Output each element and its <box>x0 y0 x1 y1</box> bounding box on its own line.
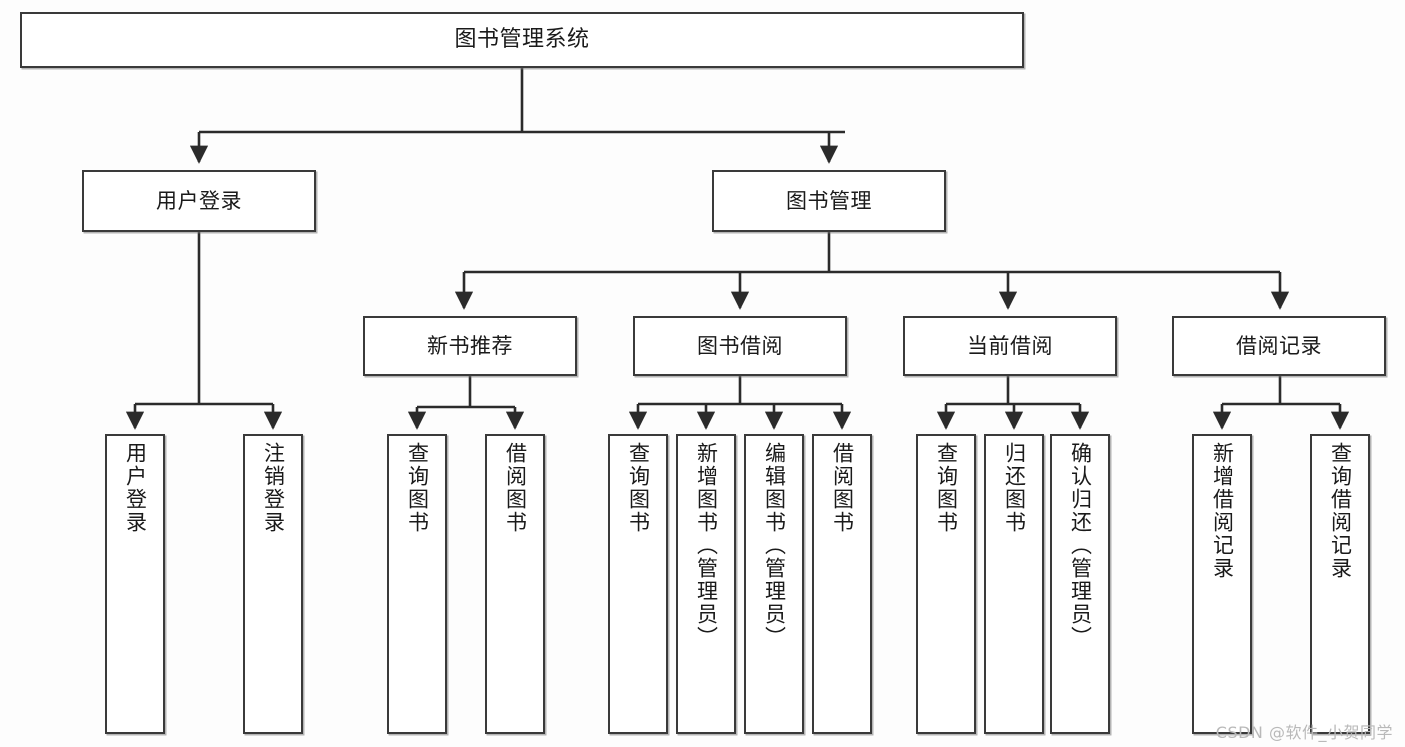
node-leaf-query-book-3[interactable]: 查询图书 <box>916 434 976 734</box>
node-leaf-label: 编辑图书（管理员） <box>762 442 787 649</box>
node-user-login-label: 用户登录 <box>156 188 242 213</box>
node-leaf-label: 新增图书（管理员） <box>694 442 719 649</box>
node-leaf-edit-book-admin[interactable]: 编辑图书（管理员） <box>744 434 804 734</box>
node-leaf-label: 新增借阅记录 <box>1210 442 1235 580</box>
csdn-watermark: CSDN @软件_小贺同学 <box>1215 723 1393 742</box>
node-leaf-add-borrow-record[interactable]: 新增借阅记录 <box>1192 434 1252 734</box>
node-current-borrow[interactable]: 当前借阅 <box>903 316 1117 376</box>
node-leaf-label: 查询借阅记录 <box>1328 442 1353 580</box>
node-root-system[interactable]: 图书管理系统 <box>20 12 1024 68</box>
node-leaf-label: 查询图书 <box>626 442 651 534</box>
node-leaf-confirm-return-admin[interactable]: 确认归还（管理员） <box>1050 434 1110 734</box>
node-new-book-recommend-label: 新书推荐 <box>427 333 513 358</box>
node-leaf-label: 查询图书 <box>405 442 430 534</box>
node-borrow-record-label: 借阅记录 <box>1236 333 1322 358</box>
node-leaf-return-book[interactable]: 归还图书 <box>984 434 1044 734</box>
node-leaf-logout-login[interactable]: 注销登录 <box>243 434 303 734</box>
node-book-manage[interactable]: 图书管理 <box>712 170 946 232</box>
node-leaf-query-book-2[interactable]: 查询图书 <box>608 434 668 734</box>
node-leaf-label: 借阅图书 <box>503 442 528 534</box>
node-leaf-borrow-book-1[interactable]: 借阅图书 <box>485 434 545 734</box>
node-leaf-label: 借阅图书 <box>830 442 855 534</box>
node-leaf-user-login[interactable]: 用户登录 <box>105 434 165 734</box>
node-leaf-query-book-1[interactable]: 查询图书 <box>387 434 447 734</box>
node-borrow-record[interactable]: 借阅记录 <box>1172 316 1386 376</box>
node-leaf-label: 归还图书 <box>1002 442 1027 534</box>
node-leaf-label: 用户登录 <box>123 442 148 534</box>
node-root-label: 图书管理系统 <box>454 27 590 53</box>
node-leaf-label: 确认归还（管理员） <box>1068 442 1093 649</box>
node-new-book-recommend[interactable]: 新书推荐 <box>363 316 577 376</box>
node-book-borrow-label: 图书借阅 <box>697 333 783 358</box>
node-leaf-query-borrow-record[interactable]: 查询借阅记录 <box>1310 434 1370 734</box>
node-leaf-borrow-book-2[interactable]: 借阅图书 <box>812 434 872 734</box>
node-user-login[interactable]: 用户登录 <box>82 170 316 232</box>
node-current-borrow-label: 当前借阅 <box>967 333 1053 358</box>
node-book-manage-label: 图书管理 <box>786 188 872 213</box>
node-leaf-label: 注销登录 <box>261 442 286 534</box>
node-leaf-add-book-admin[interactable]: 新增图书（管理员） <box>676 434 736 734</box>
node-book-borrow[interactable]: 图书借阅 <box>633 316 847 376</box>
node-leaf-label: 查询图书 <box>934 442 959 534</box>
